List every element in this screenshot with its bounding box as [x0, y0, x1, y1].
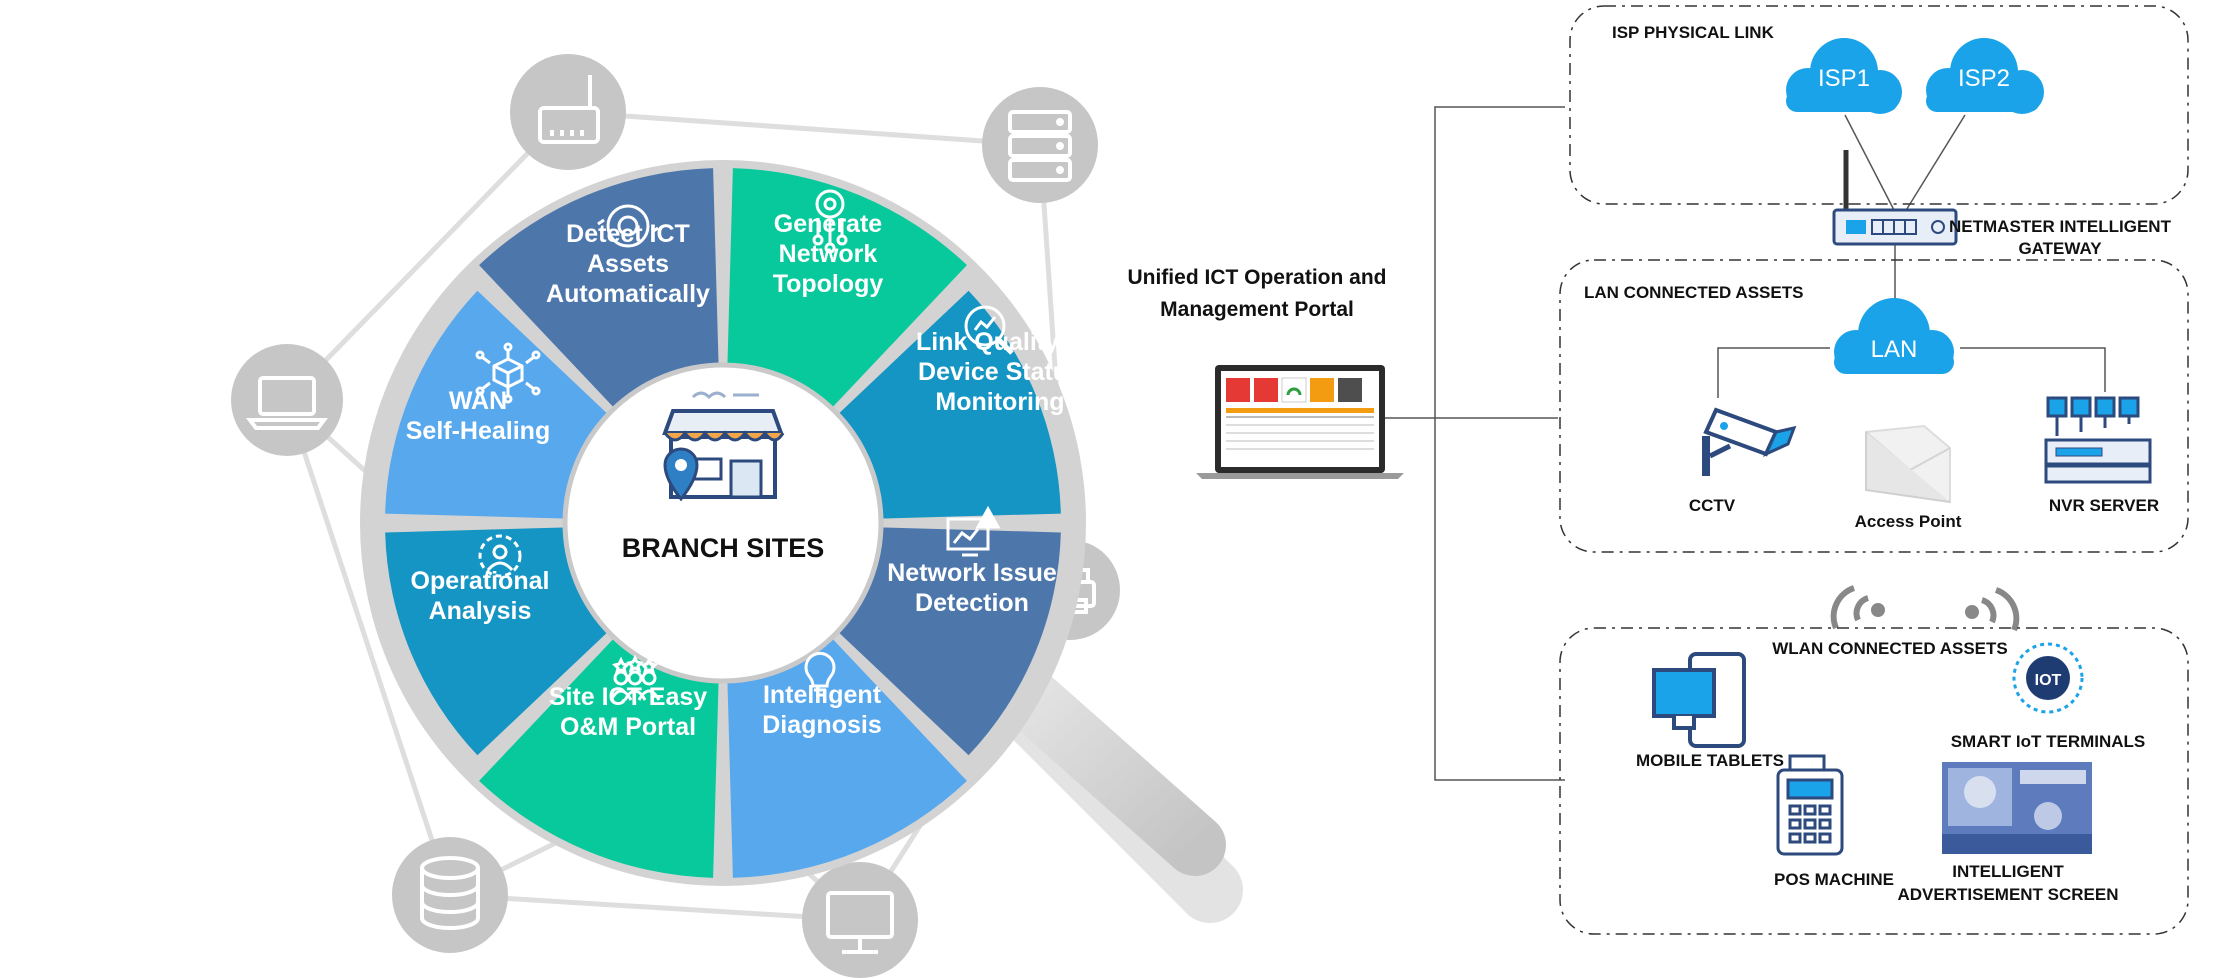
isp2-cloud — [1926, 38, 2044, 114]
gear-cycle-icon — [597, 204, 659, 248]
gateway-device-icon — [1832, 150, 1958, 246]
nvr-server-label: NVR SERVER — [2049, 496, 2159, 515]
wifi-signal-icon — [1830, 585, 1885, 630]
center-label: BRANCH SITES — [622, 533, 825, 563]
lan-cloud-label: LAN — [1871, 336, 1918, 363]
wheel-segment-7-label: Analysis — [429, 597, 532, 625]
cctv-camera-icon — [1702, 407, 1797, 476]
wheel-segment-1[interactable] — [479, 168, 719, 407]
mobile-tablets-label: MOBILE TABLETS — [1636, 751, 1784, 770]
lan-cloud — [1834, 298, 1954, 374]
lightbulb-icon — [804, 651, 836, 697]
ad-screen-label-line-1: INTELLIGENT — [1952, 862, 2064, 881]
server-node — [982, 87, 1098, 203]
wheel-segment-3-label: Monitoring — [935, 388, 1064, 416]
access-point-label: Access Point — [1855, 512, 1962, 531]
cctv-label: CCTV — [1689, 496, 1736, 515]
store-icon — [662, 391, 785, 502]
portal-title-line-1: Unified ICT Operation and — [1127, 266, 1386, 289]
pos-machine-icon — [1776, 754, 1844, 856]
iot-terminals-label: SMART IoT TERMINALS — [1951, 732, 2146, 751]
topology-icon — [812, 189, 848, 254]
wheel-segment-2-label: Generate — [774, 210, 882, 238]
wheel-segment-4-label: Network Issue — [887, 559, 1057, 587]
portal-laptop[interactable] — [1196, 365, 1404, 479]
wlan-box — [1559, 627, 2189, 935]
laptop-icon — [246, 376, 328, 430]
wheel-segment-1-label: Assets — [587, 250, 669, 278]
wheel-segment-8-label: Self-Healing — [406, 417, 550, 445]
gear-person-icon — [478, 534, 522, 578]
wheel-segment-7[interactable] — [385, 527, 607, 756]
alert-chart-icon — [946, 505, 1001, 557]
wifi-signal-icon — [1965, 587, 2020, 632]
wheel-segment-3-label: Device Status — [918, 358, 1082, 386]
iot-badge-text: IOT — [2035, 672, 2062, 689]
wheel-center — [562, 362, 884, 684]
wheel-segment-1-label: Automatically — [546, 280, 710, 308]
connector-lines — [1385, 106, 2106, 781]
wheel-segment-2[interactable] — [727, 168, 967, 407]
lan-box — [1559, 259, 2189, 553]
nvr-server-icon — [2044, 396, 2152, 484]
isp-title: ISP PHYSICAL LINK — [1612, 23, 1775, 42]
gateway-label-line-2: GATEWAY — [2018, 239, 2102, 258]
wheel-segments — [385, 168, 1061, 878]
isp2-label: ISP2 — [1958, 65, 2010, 92]
wheel-segment-5-label: Diagnosis — [762, 711, 881, 739]
monitor-icon — [826, 891, 894, 954]
wheel-segment-8[interactable] — [385, 290, 607, 519]
mobile-tablet-icon — [1652, 652, 1746, 748]
gateway-label-line-1: NETMASTER INTELLIGENT — [1949, 217, 2172, 236]
magnifier-chart-icon — [964, 305, 1014, 355]
access-point-icon — [1865, 424, 1951, 504]
wheel-segment-4[interactable] — [839, 527, 1061, 756]
magnifier-handle — [989, 659, 1243, 923]
ad-screen-label-line-2: ADVERTISEMENT SCREEN — [1897, 885, 2118, 904]
pos-machine-label: POS MACHINE — [1774, 870, 1894, 889]
database-icon — [420, 856, 480, 930]
wlan-title: WLAN CONNECTED ASSETS — [1772, 639, 2008, 658]
wheel-segment-2-label: Topology — [773, 270, 884, 298]
wheel-segment-6-label: O&M Portal — [560, 713, 696, 741]
lan-title: LAN CONNECTED ASSETS — [1584, 283, 1803, 302]
wheel-segment-4-label: Detection — [915, 589, 1029, 617]
laptop-node — [231, 344, 343, 456]
isp1-label: ISP1 — [1818, 65, 1870, 92]
isp-box — [1569, 5, 2189, 205]
server-stack-icon — [1008, 110, 1072, 182]
team-stars-icon — [609, 654, 661, 701]
advertisement-screen-image — [1942, 762, 2092, 854]
router-node — [510, 54, 626, 170]
portal-title-line-2: Management Portal — [1160, 298, 1354, 321]
isp1-cloud — [1786, 38, 1902, 114]
monitor-node — [802, 862, 918, 978]
iot-terminal-icon — [2012, 642, 2084, 714]
wheel-segment-5[interactable] — [727, 639, 967, 878]
cube-network-icon — [475, 342, 541, 404]
router-icon — [538, 75, 600, 144]
wheel-segment-7-label: Operational — [411, 567, 550, 595]
